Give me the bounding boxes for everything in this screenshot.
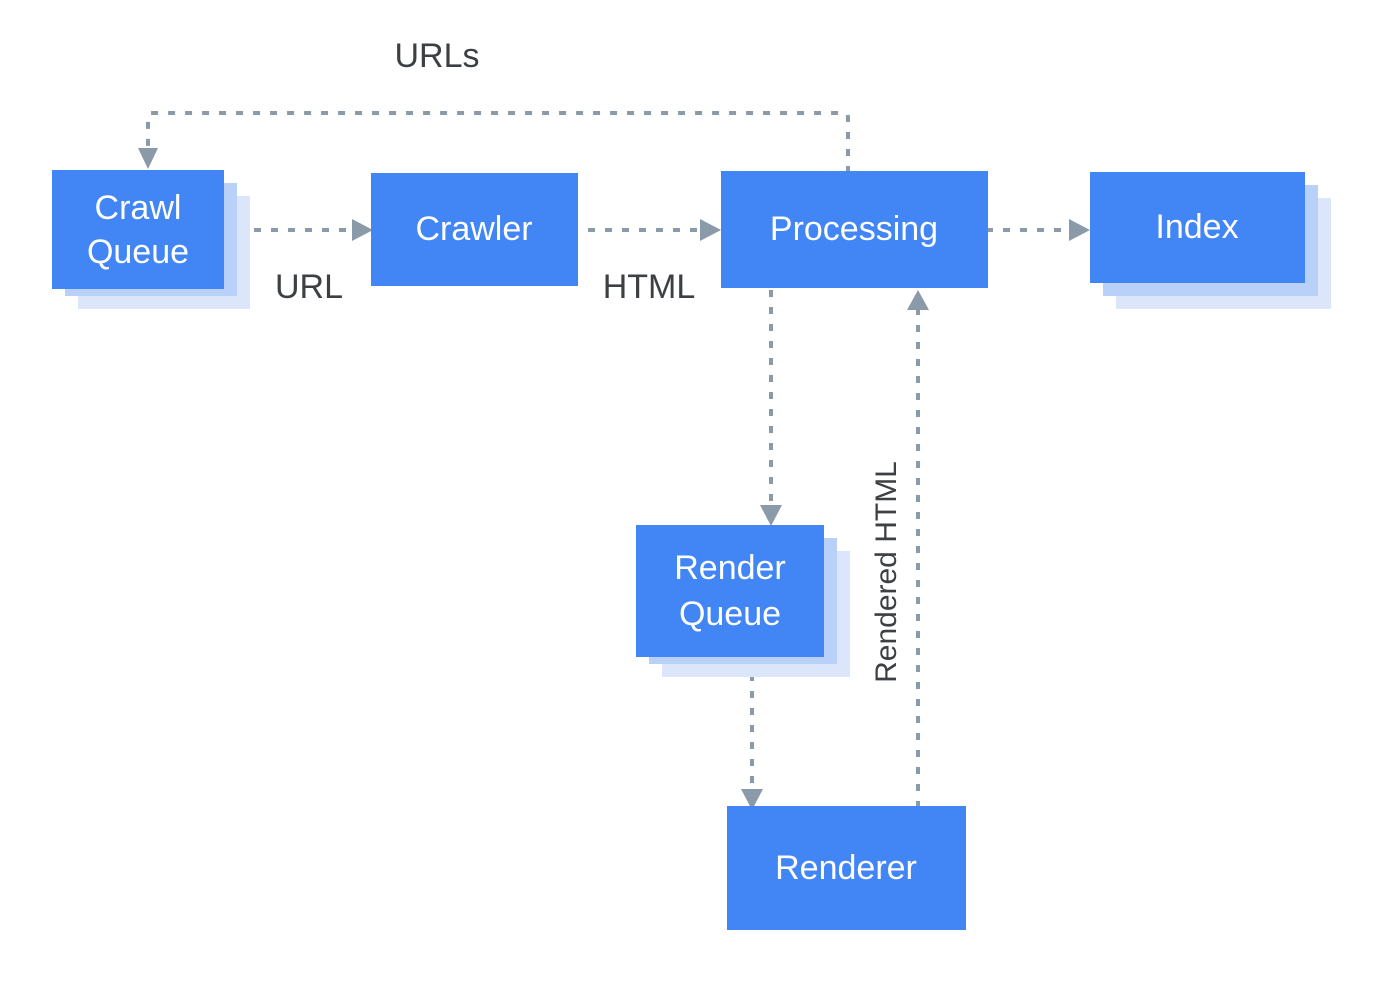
crawl-queue-label-line2: Queue: [87, 233, 189, 271]
render-queue-label-line1: Render: [674, 549, 786, 587]
crawl-queue-box[interactable]: [52, 170, 224, 289]
processing-box[interactable]: [721, 171, 988, 288]
edge-urls-line: [146, 111, 850, 173]
node-index[interactable]: Index: [1090, 172, 1331, 309]
crawler-label: Crawler: [415, 210, 532, 248]
edge-html-arrowhead: [700, 219, 721, 241]
index-label: Index: [1155, 208, 1238, 246]
edge-to-renderer: [741, 674, 763, 810]
edge-url-arrowhead: [352, 219, 373, 241]
index-box[interactable]: [1090, 172, 1305, 283]
edge-to-renderer-arrowhead: [741, 789, 763, 810]
edge-label-url: URL: [275, 268, 343, 306]
node-crawler[interactable]: Crawler: [371, 173, 578, 286]
edge-urls: URLs: [138, 37, 850, 173]
edge-label-html: HTML: [603, 268, 696, 306]
render-queue-label-line2: Queue: [679, 595, 781, 633]
edge-to-render-queue: [760, 290, 782, 526]
edge-url: URL: [254, 219, 373, 306]
edge-label-rendered-html: Rendered HTML: [870, 461, 903, 683]
processing-label: Processing: [770, 210, 938, 248]
node-render-queue[interactable]: Render Queue: [636, 525, 850, 677]
renderer-box[interactable]: [727, 806, 966, 930]
edge-rendered-html-arrowhead: [907, 290, 929, 310]
render-queue-box[interactable]: [636, 525, 824, 657]
node-crawl-queue[interactable]: Crawl Queue: [52, 170, 250, 309]
crawler-box[interactable]: [371, 173, 578, 286]
edge-to-render-queue-arrowhead: [760, 505, 782, 526]
edge-to-index: [986, 219, 1090, 241]
edge-rendered-html: Rendered HTML: [870, 290, 929, 808]
edge-label-urls: URLs: [394, 37, 479, 75]
node-processing[interactable]: Processing: [721, 171, 988, 288]
crawl-queue-label-line1: Crawl: [95, 189, 182, 227]
renderer-label: Renderer: [775, 849, 917, 887]
edge-to-index-arrowhead: [1069, 219, 1090, 241]
edge-urls-arrowhead: [138, 148, 158, 169]
edge-html: HTML: [588, 219, 721, 306]
node-renderer[interactable]: Renderer: [727, 806, 966, 930]
